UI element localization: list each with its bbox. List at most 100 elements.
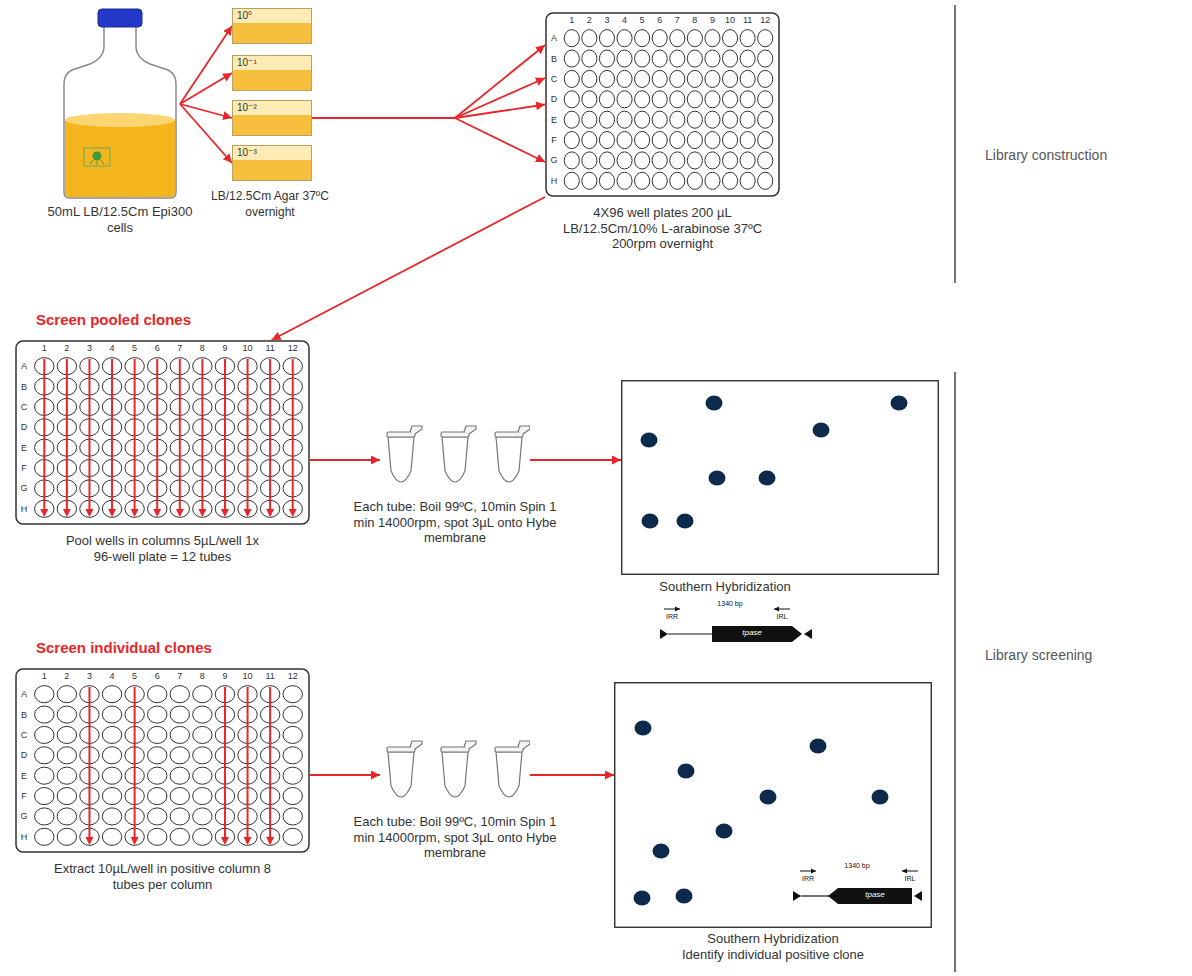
tube-lid — [464, 741, 476, 749]
well — [564, 91, 579, 108]
well — [57, 788, 76, 805]
plate-outline — [16, 341, 309, 524]
hybridization-spot — [709, 471, 726, 486]
well — [102, 706, 121, 723]
column-number: 9 — [217, 670, 233, 682]
hybridization-spot — [678, 764, 695, 779]
column-arrow-shaft — [88, 359, 90, 511]
well — [599, 132, 614, 149]
row-letter: E — [17, 442, 31, 454]
well — [582, 111, 597, 128]
well — [635, 30, 650, 47]
step-caption: 50mL LB/12.5Cm Epi300 cells — [45, 204, 195, 235]
well — [652, 30, 667, 47]
well — [687, 30, 702, 47]
well — [147, 788, 166, 805]
agar-plate: 10⁰ — [232, 8, 312, 44]
well — [705, 70, 720, 87]
primer-label: IRR — [659, 612, 685, 621]
well — [35, 686, 54, 703]
column-arrow-shaft — [269, 359, 271, 511]
section-divider — [954, 372, 956, 972]
row-letter: G — [547, 154, 561, 166]
hybridization-spot — [653, 844, 670, 859]
column-arrow-shaft — [247, 687, 249, 839]
well — [599, 50, 614, 67]
well — [758, 70, 773, 87]
well — [102, 828, 121, 845]
tube-body — [442, 752, 468, 797]
column-number: 11 — [262, 342, 278, 354]
step-caption: Southern Hybridization — [612, 931, 934, 947]
column-number: 10 — [240, 342, 256, 354]
well — [599, 70, 614, 87]
well — [57, 726, 76, 743]
column-arrow — [266, 687, 274, 845]
column-arrow-shaft — [66, 359, 68, 511]
well — [147, 686, 166, 703]
fan-arrow — [455, 45, 545, 118]
column-number: 8 — [194, 342, 210, 354]
column-number: 9 — [217, 342, 233, 354]
tube-lid — [410, 741, 422, 749]
column-arrow-shaft — [247, 359, 249, 511]
flow-arrow — [310, 774, 380, 776]
node-picture — [60, 8, 180, 200]
well — [670, 132, 685, 149]
column-number: 8 — [194, 670, 210, 682]
well — [564, 172, 579, 189]
well — [652, 152, 667, 169]
column-arrow — [221, 687, 229, 845]
node-illustration — [380, 740, 530, 810]
well-plate: 4X96 well plates 200 µL LB/12.5Cm/10% L-… — [520, 12, 805, 252]
well — [617, 70, 632, 87]
well — [57, 767, 76, 784]
well — [102, 686, 121, 703]
column-arrow-head — [244, 509, 252, 517]
dilution-holder: 10⁰ — [237, 10, 252, 22]
column-number: 7 — [669, 14, 685, 26]
well — [599, 172, 614, 189]
column-arrow — [266, 359, 274, 517]
tube-rim — [495, 432, 523, 437]
well — [670, 172, 685, 189]
primer-arrow-head — [902, 869, 907, 874]
well — [564, 132, 579, 149]
well — [564, 50, 579, 67]
well — [283, 686, 302, 703]
membrane-outline — [615, 683, 932, 928]
well — [57, 828, 76, 845]
dish-rim — [233, 146, 312, 181]
well — [652, 132, 667, 149]
well — [758, 172, 773, 189]
caption-holder: Southern Hybridization — [630, 579, 820, 595]
column-number: 1 — [564, 14, 580, 26]
tube-lid — [464, 426, 476, 434]
well — [687, 70, 702, 87]
row-letter: C — [17, 401, 31, 413]
column-arrow-shaft — [134, 359, 136, 511]
well — [147, 828, 166, 845]
membrane-outline — [622, 381, 939, 575]
well — [35, 747, 54, 764]
node-picture — [380, 740, 530, 810]
flow-arrow — [530, 774, 614, 776]
well — [758, 30, 773, 47]
well — [705, 132, 720, 149]
column-arrow — [153, 359, 161, 517]
column-arrow-shaft — [224, 687, 226, 839]
dilution-label: 10⁻² — [237, 102, 257, 114]
column-number: 12 — [285, 670, 301, 682]
tube-rim — [441, 747, 469, 752]
well — [670, 30, 685, 47]
well — [193, 726, 212, 743]
well — [193, 767, 212, 784]
hybridization-spot — [759, 471, 776, 486]
column-number: 12 — [285, 342, 301, 354]
column-number: 2 — [59, 670, 75, 682]
column-number: 9 — [704, 14, 720, 26]
column-arrow-shaft — [201, 359, 203, 511]
column-arrow-shaft — [88, 687, 90, 839]
primer-arrow — [664, 609, 680, 610]
well — [705, 30, 720, 47]
